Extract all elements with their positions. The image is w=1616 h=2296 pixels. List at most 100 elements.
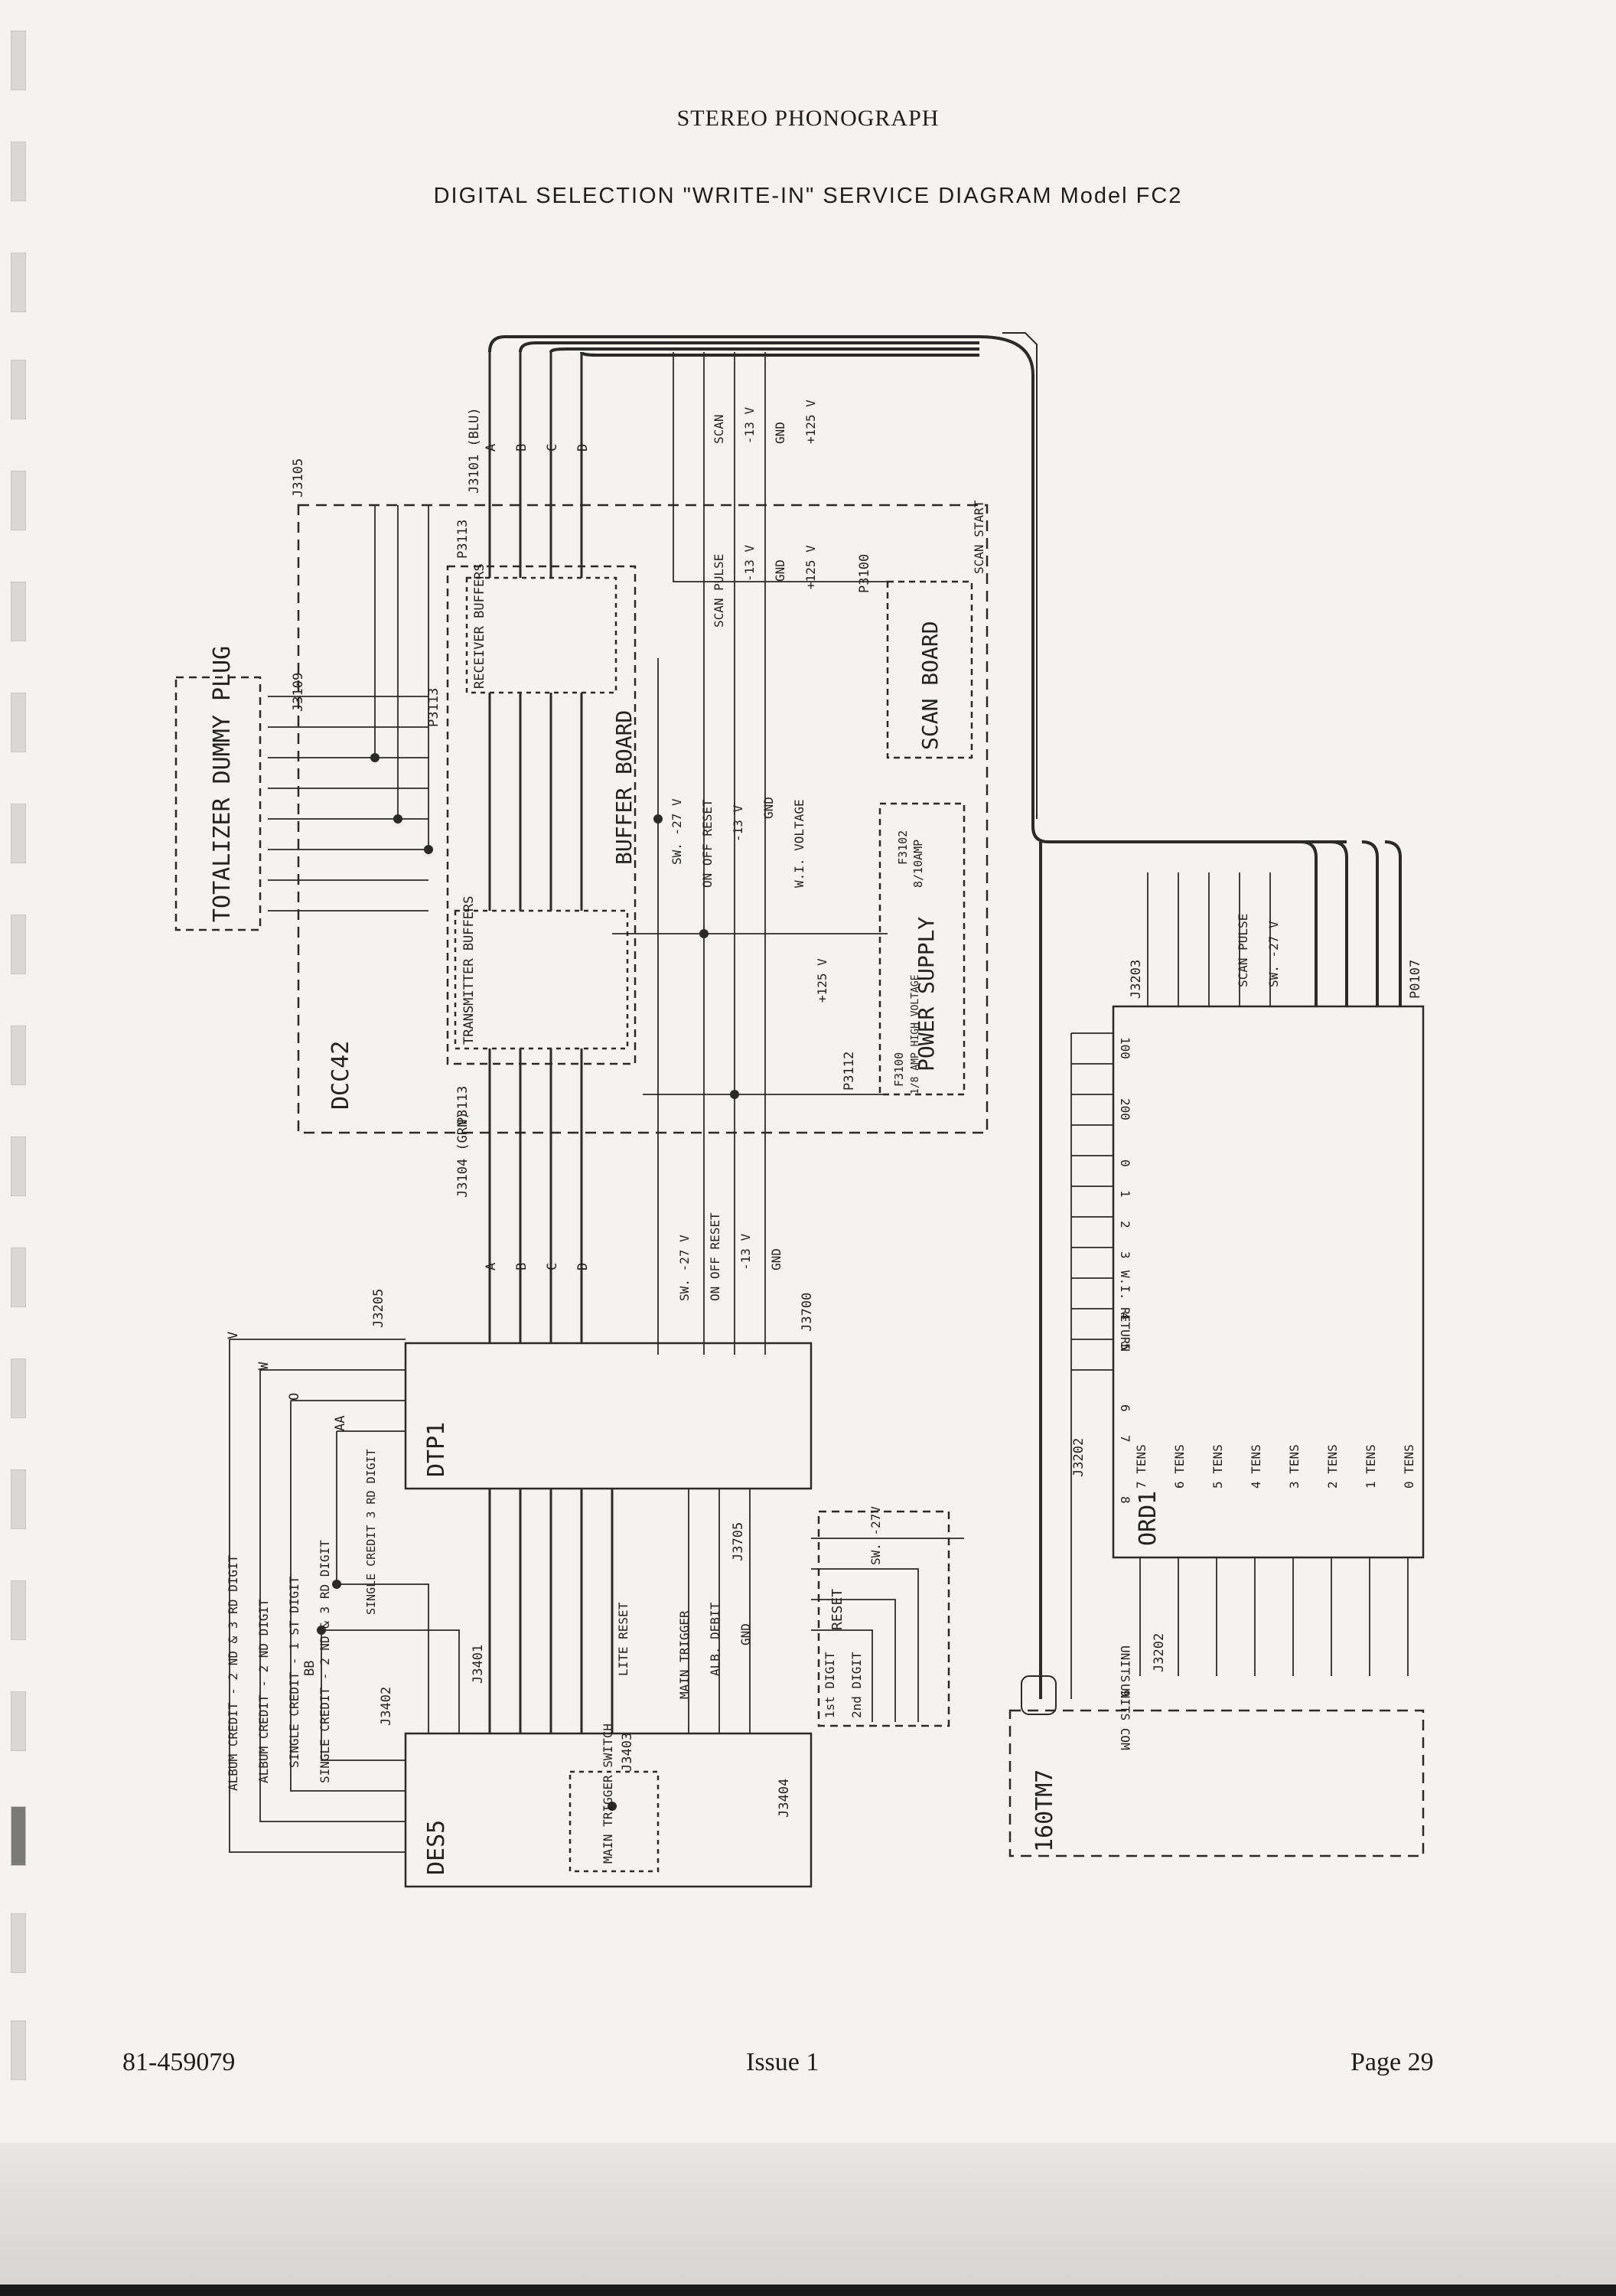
connector-j3700: J3700 <box>800 1293 815 1332</box>
bus-label-a-top: A <box>484 444 499 452</box>
dtp1-label: DTP1 <box>423 1422 450 1477</box>
signal-gnd-2: GND <box>773 559 787 582</box>
connector-j3203: J3203 <box>1129 960 1144 999</box>
binder-hole <box>11 1691 26 1751</box>
tens-label-1: 1 TENS <box>1364 1444 1378 1489</box>
signal-sw27v-3: SW. -27 V <box>1266 921 1281 987</box>
totalizer-plug-frame <box>174 676 262 931</box>
first-digit-label: 1st DIGIT <box>823 1652 837 1718</box>
junction-dot <box>332 1580 341 1589</box>
signal-line <box>673 352 888 582</box>
binder-hole <box>11 253 26 312</box>
signal-on-off-reset-2: ON OFF RESET <box>708 1212 722 1301</box>
wire-label-aa: AA <box>333 1416 348 1431</box>
second-digit-label: 2nd DIGIT <box>849 1652 864 1718</box>
main-cable <box>1300 840 1318 1006</box>
doc-number: 81-459079 <box>122 2048 236 2076</box>
transmitter-buffers-label: TRANSMITTER BUFFERS <box>461 896 477 1045</box>
binder-hole <box>11 582 26 641</box>
connector-j3403: J3403 <box>620 1733 635 1772</box>
buffer-board-label: BUFFER BOARD <box>611 710 637 865</box>
binder-hole <box>11 360 26 419</box>
bus-label-c-top: C <box>545 444 560 452</box>
buffer-board-frame <box>446 565 637 1065</box>
page-number: Page 29 <box>1350 2048 1434 2076</box>
signal-line <box>259 1370 406 1822</box>
connector-p3100: P3100 <box>857 554 872 593</box>
units-label-4: 4 <box>1118 1313 1132 1320</box>
units-label-3: 3 <box>1118 1251 1132 1259</box>
signal-scan-pulse-2: SCAN PULSE <box>1236 914 1250 987</box>
main-cable <box>1384 840 1402 1006</box>
binder-hole <box>11 471 26 530</box>
receiver-buffers-label: RECEIVER BUFFERS <box>472 563 487 689</box>
signal-line <box>229 1339 406 1853</box>
dtp1-frame <box>404 1342 813 1490</box>
junction-dot <box>393 814 402 823</box>
signal-gnd-4: GND <box>769 1248 784 1270</box>
ord1-frame <box>1112 1005 1425 1559</box>
binder-hole <box>11 1469 26 1529</box>
transmitter-buffers-frame <box>454 909 629 1050</box>
units-label-2: 2 <box>1118 1221 1132 1228</box>
fuse-f3100: F3100 <box>892 1052 906 1087</box>
signal-minus13v-3: -13 V <box>731 804 745 842</box>
units-label-200: 200 <box>1118 1098 1132 1120</box>
units-label-0: 0 <box>1118 1159 1132 1167</box>
receiver-buffers-frame <box>465 576 617 694</box>
signal-main-trigger: MAIN TRIGGER <box>677 1610 692 1699</box>
main-cable <box>1361 840 1379 1006</box>
tens-label-5: 5 TENS <box>1210 1444 1225 1489</box>
cable-sheath <box>1002 332 1038 819</box>
bus-label-b: B <box>514 1263 529 1270</box>
document-header: STEREO PHONOGRAPH <box>676 106 940 131</box>
main-cable <box>549 347 979 353</box>
units-label-1: 1 <box>1118 1190 1132 1198</box>
units-label-5: 5 <box>1118 1343 1132 1351</box>
signal-gnd: GND <box>773 422 787 444</box>
scan-board-label: SCAN BOARD <box>917 621 943 750</box>
reset-frame <box>817 1510 950 1727</box>
main-trigger-frame <box>569 1770 660 1873</box>
signal-album-credit-2nd: ALBUM CREDIT - 2 ND DIGIT <box>256 1599 271 1783</box>
main-trigger-switch-label: MAIN TRIGGER SWITCH <box>601 1724 615 1864</box>
junction-dot <box>653 814 663 823</box>
binder-hole <box>11 1137 26 1196</box>
fuse-f3100-rating: 1/8 AMP HIGH VOLTAGE <box>910 974 921 1094</box>
units-label-100: 100 <box>1118 1037 1132 1059</box>
wiring-diagram: DCC42 BUFFER BOARD RECEIVER BUFFERS TRAN… <box>174 332 1425 1888</box>
binder-hole <box>11 1580 26 1640</box>
connector-p3113-top: P3113 <box>455 520 471 559</box>
reset-sw-label: SW. -27V <box>868 1506 883 1565</box>
power-supply-label: POWER SUPPLY <box>914 917 939 1071</box>
signal-plus125v-2: +125 V <box>803 545 818 589</box>
connector-j3401: J3401 <box>471 1645 486 1684</box>
signal-units-com: UNITS COM <box>1118 1684 1132 1750</box>
ord1-label: ORD1 <box>1135 1491 1162 1546</box>
junction-dot <box>317 1626 326 1635</box>
junction-dot <box>608 1802 617 1811</box>
signal-sw27v-2: SW. -27 V <box>677 1234 692 1301</box>
wire-label-w: W <box>256 1362 272 1370</box>
wire-label-v: V <box>226 1332 241 1339</box>
junction-dot <box>370 753 380 762</box>
binder-hole <box>11 1026 26 1085</box>
dcc42-frame <box>297 504 989 1134</box>
signal-line <box>811 1568 919 1722</box>
connector-j3705: J3705 <box>731 1522 746 1561</box>
tens-label-4: 4 TENS <box>1249 1444 1263 1489</box>
connector-j3202-upper: J3202 <box>1071 1438 1087 1477</box>
connector-p0107: P0107 <box>1408 960 1423 999</box>
binder-hole <box>11 1913 26 1973</box>
tens-label-6: 6 TENS <box>1172 1444 1187 1489</box>
signal-units-9: UNITS 9 <box>1118 1645 1132 1697</box>
binder-hole <box>11 1358 26 1418</box>
tens-label-3: 3 TENS <box>1287 1444 1302 1489</box>
power-supply-frame <box>878 802 966 1096</box>
signal-single-credit-1st: SINGLE CREDIT - 1 ST DIGIT <box>287 1576 301 1768</box>
scanner-edge <box>0 2285 1616 2296</box>
signal-line <box>321 1630 406 1761</box>
diagram-title: DIGITAL SELECTION "WRITE-IN" SERVICE DIA… <box>433 184 1183 208</box>
signal-single-credit-3rd: SINGLE CREDIT 3 RD DIGIT <box>364 1449 378 1615</box>
binder-hole <box>11 2020 26 2080</box>
